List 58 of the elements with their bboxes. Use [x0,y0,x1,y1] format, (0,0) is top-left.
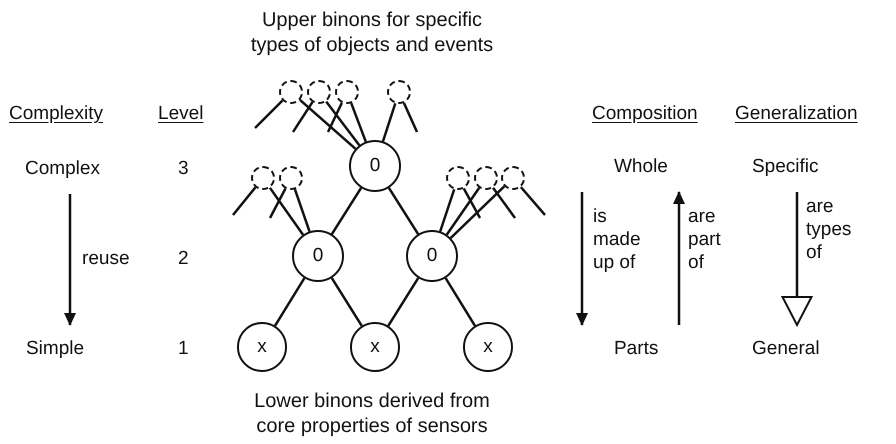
level-number: 3 [178,157,189,180]
binon-circle: x [463,322,513,372]
term-text: General [752,337,820,360]
connector-line [387,277,420,326]
arrow [576,192,588,326]
connector-line [462,188,482,219]
connector-line [492,186,516,219]
connector-line [446,187,480,236]
dashed-binon-circle [474,166,498,190]
term-text: Simple [26,337,84,360]
arrow [64,194,76,326]
arrow [673,191,685,325]
dashed-binon-circle [279,80,303,104]
dashed-binon-circle [501,166,525,190]
connector-line [439,189,456,232]
level-number: 1 [178,337,189,360]
connector-line [254,100,284,129]
term-text: Parts [614,337,658,360]
connector-line [330,187,362,235]
arrow [782,192,812,326]
binon-circle: 0 [292,230,344,282]
connector-line [388,187,420,235]
term-text: Complex [25,157,100,180]
dashed-binon-circle [279,166,303,190]
dashed-binon-circle [251,166,275,190]
connector-line [299,99,356,150]
column-heading: Complexity [9,102,103,125]
binon-circle: 0 [349,140,401,192]
column-heading: Level [158,102,204,125]
connector-line [350,102,367,142]
connector-line [232,186,256,216]
connector-line [268,187,304,236]
column-heading: Generalization [735,102,858,125]
connector-line [330,277,363,326]
caption: Lower binons derived from core properties of sensors [253,389,491,439]
connector-line [274,277,306,326]
dashed-binon-circle [446,166,470,190]
title: Upper binons for specific types of objects and events [250,8,494,58]
level-number: 2 [178,247,189,270]
connector-line [292,101,314,133]
connector-line [402,102,418,133]
term-text: Specific [752,155,819,178]
dashed-binon-circle [335,80,359,104]
term-text: Whole [614,155,668,178]
binon-circle: 0 [406,230,458,282]
column-heading: Composition [592,102,698,125]
connector-line [444,277,476,326]
binon-circle: x [350,322,400,372]
dashed-binon-circle [307,80,331,104]
connector-line [294,188,311,232]
connector-line [268,188,287,219]
dashed-binon-circle [387,80,411,104]
connector-line [520,186,546,216]
connector-line [382,103,396,142]
connector-line [325,100,360,146]
binon-circle: x [237,322,287,372]
connector-line [326,102,343,133]
connector-line [450,185,506,239]
